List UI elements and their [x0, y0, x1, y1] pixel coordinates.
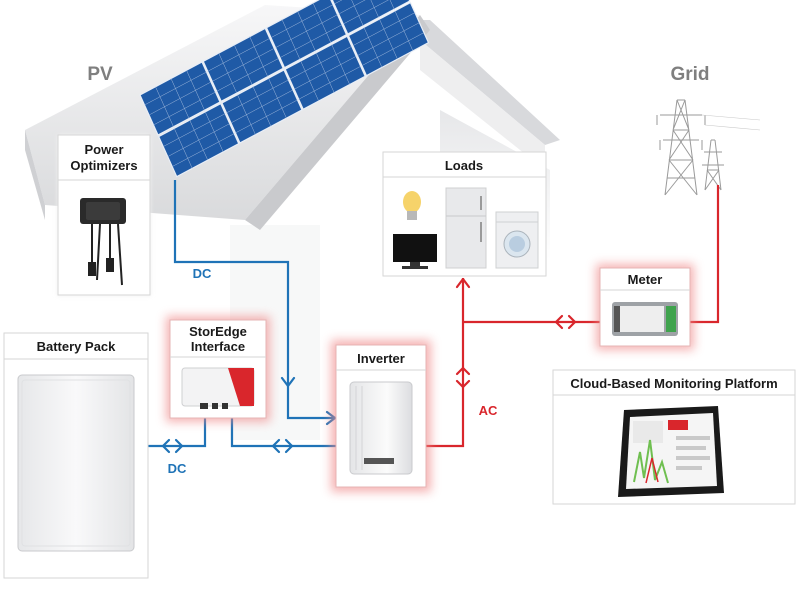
- light-bulb-icon: [403, 191, 421, 220]
- storedge-label: StorEdge: [189, 324, 247, 339]
- panel-cell-line: [148, 81, 212, 116]
- panel-cell-line: [338, 0, 366, 15]
- monitoring-label: Cloud-Based Monitoring Platform: [570, 376, 777, 391]
- fridge-icon: [445, 187, 487, 269]
- solar-array: [139, 0, 430, 178]
- loads-label: Loads: [445, 158, 483, 173]
- battery-pack-box: Battery Pack: [3, 332, 149, 579]
- power-optimizers-label-2: Optimizers: [70, 158, 137, 173]
- panel-cell-line: [167, 123, 230, 157]
- dc-arrows: [161, 376, 337, 454]
- battery-pack-label: Battery Pack: [37, 339, 117, 354]
- solar-panel: [265, 0, 348, 69]
- panel-cell-line: [343, 0, 389, 25]
- panel-cell-line: [298, 66, 361, 100]
- panel-cell-line: [163, 113, 226, 147]
- meter-device-icon: [612, 302, 678, 336]
- solar-panel: [331, 0, 411, 35]
- dc-wiring: [148, 180, 337, 448]
- monitoring-box: Cloud-Based Monitoring Platform: [552, 369, 796, 505]
- panel-cell-line: [279, 24, 343, 58]
- inverter-label: Inverter: [357, 351, 405, 366]
- pv-title: PV: [87, 64, 113, 85]
- meter-label: Meter: [628, 272, 663, 287]
- washing-machine-icon: [495, 211, 539, 269]
- panel-cell-line: [235, 99, 298, 134]
- tablet-icon: [618, 406, 724, 497]
- tv-icon: [393, 234, 437, 269]
- panel-cell-line: [216, 58, 279, 92]
- grid-title: Grid: [670, 64, 709, 85]
- inverter-device-icon: [349, 381, 413, 475]
- optimizer-device-icon: [80, 198, 126, 286]
- loads-box: Loads: [382, 151, 547, 277]
- panel-cell-line: [370, 0, 379, 18]
- storedge-device-icon: [181, 367, 255, 409]
- panel-cell-line: [226, 79, 289, 114]
- panel-cell-line: [212, 48, 275, 82]
- panel-cell-line: [153, 91, 216, 126]
- panel-cell-line: [289, 46, 352, 80]
- power-optimizers-box: Power Optimizers: [57, 134, 151, 296]
- meter-box: Meter: [596, 264, 694, 350]
- panel-cell-line: [357, 22, 420, 56]
- panel-cell-line: [172, 133, 235, 167]
- panel-cell-line: [389, 0, 395, 10]
- panel-cell-line: [144, 71, 207, 106]
- panel-cell-line: [361, 32, 425, 66]
- storedge-interface-box: StorEdge Interface: [166, 316, 270, 422]
- power-optimizers-label: Power: [84, 142, 123, 157]
- dc-label-top: DC: [193, 266, 212, 281]
- panel-cell-line: [207, 38, 270, 72]
- panel-cell-line: [270, 4, 334, 38]
- panel-cell-line: [230, 89, 294, 124]
- panel-cell-line: [352, 12, 416, 46]
- ac-label: AC: [479, 403, 498, 418]
- battery-device-icon: [17, 374, 135, 552]
- transmission-tower-icon: [656, 99, 761, 196]
- panel-cell-line: [294, 56, 357, 90]
- inverter-box: Inverter: [331, 340, 431, 492]
- ac-arrows: [455, 277, 577, 389]
- panel-cell-line: [275, 14, 338, 48]
- storedge-label-2: Interface: [191, 339, 245, 354]
- dc-label-bottom: DC: [168, 461, 187, 476]
